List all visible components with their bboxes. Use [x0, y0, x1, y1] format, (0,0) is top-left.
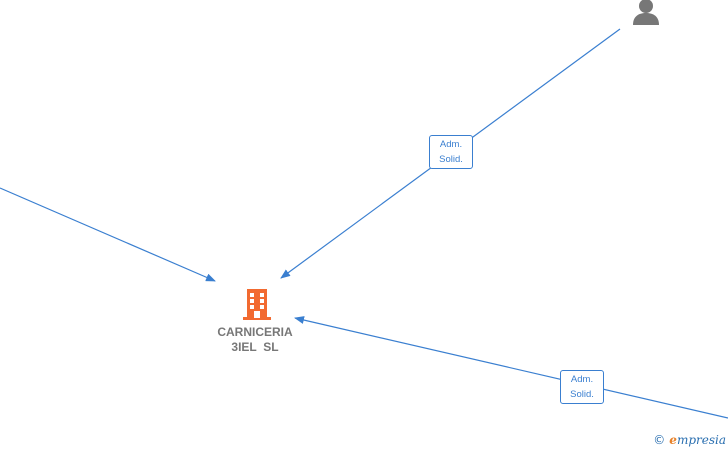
edge-bottom-right-to-company	[294, 316, 728, 419]
empresia-watermark: ©empresia	[653, 433, 726, 447]
relation-label-line2: Solid.	[570, 389, 594, 400]
relation-label-adm-solid: Adm. Solid.	[429, 135, 473, 169]
relation-label-adm-solid: Adm. Solid.	[560, 370, 604, 404]
relation-label-line1: Adm.	[570, 374, 594, 385]
brand-logo-letter: e	[669, 433, 677, 447]
relation-label-line2: Solid.	[439, 154, 463, 165]
building-icon[interactable]	[241, 287, 273, 321]
relation-label-line1: Adm.	[439, 139, 463, 150]
brand-logo-text: mpresia	[676, 433, 726, 447]
edge-left-to-company	[0, 187, 216, 282]
company-name[interactable]: CARNICERIA 3IEL SL	[195, 325, 315, 355]
copyright-symbol: ©	[653, 433, 666, 447]
company-name-line1[interactable]: CARNICERIA	[217, 325, 293, 339]
person-icon[interactable]	[631, 0, 661, 25]
company-name-line2[interactable]: 3IEL SL	[231, 340, 279, 354]
